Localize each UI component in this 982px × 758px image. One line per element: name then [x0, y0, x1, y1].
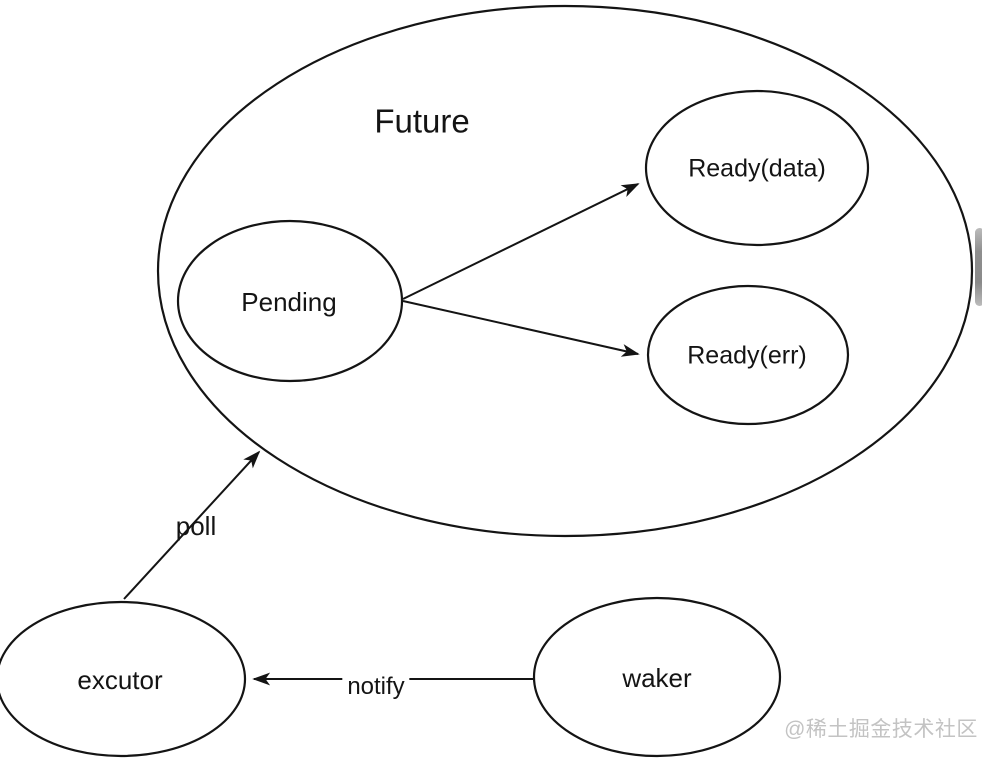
juejin-watermark: @稀土掘金技术社区 — [784, 718, 978, 741]
ready-err-node-ellipse — [646, 284, 850, 426]
waker-node-ellipse — [532, 596, 782, 758]
excutor-node-label: excutor — [77, 665, 163, 695]
arrow-pending-to-ready-data — [402, 183, 640, 300]
notify-edge-label: notify — [342, 675, 410, 699]
excutor-node-ellipse — [0, 600, 247, 758]
ready-err-node-label: Ready(err) — [687, 341, 807, 370]
ready-data-node-label: Ready(data) — [688, 154, 826, 183]
vertical-scrollbar-thumb[interactable] — [975, 228, 982, 306]
ready-data-node-ellipse — [644, 89, 870, 247]
pending-node-label: Pending — [241, 287, 337, 317]
future-container-ellipse — [156, 4, 974, 538]
waker-node-label: waker — [622, 663, 692, 693]
pending-node-ellipse — [176, 219, 404, 383]
future-title-label: Future — [374, 102, 470, 140]
arrow-pending-to-ready-err — [402, 300, 640, 357]
poll-edge-label: poll — [175, 511, 217, 541]
arrow-excutor-poll-future — [123, 450, 261, 600]
